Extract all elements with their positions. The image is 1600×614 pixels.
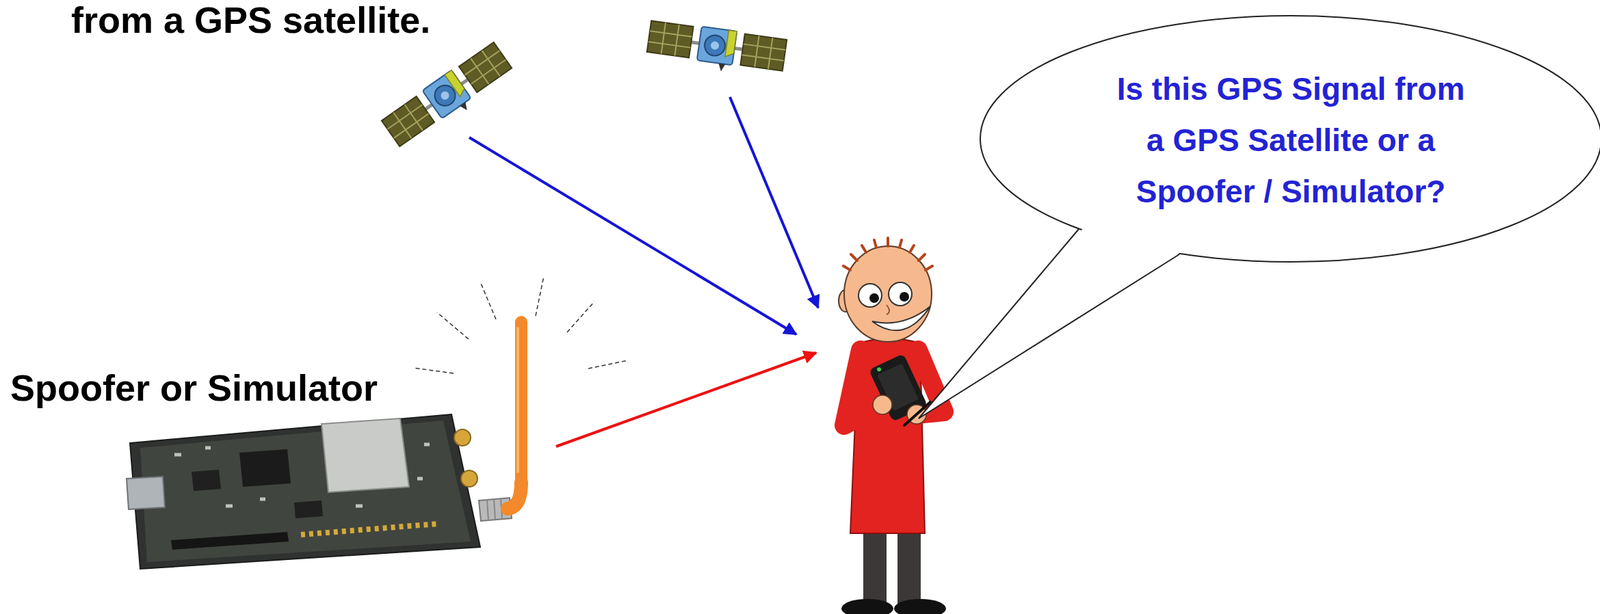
antenna-highlight [516,328,520,472]
radiation-lines [413,276,628,374]
antenna-rod [515,322,528,483]
shoe [841,599,894,614]
sma-connector [454,429,471,447]
stylus [904,402,931,426]
components [174,444,430,507]
pupil [869,293,880,304]
hand [872,395,893,415]
hair [843,238,933,271]
arm [844,350,882,426]
speech-bubble: Is this GPS Signal from a GPS Satellite … [979,15,1600,263]
knurl [487,498,503,521]
satellite [645,19,788,80]
satellite [381,41,518,154]
pin-header [171,532,289,550]
chip [294,500,323,519]
pcb-surface [140,420,471,563]
sdr-board [126,414,481,570]
rf-shield [321,418,410,493]
signal-arrow [469,137,797,335]
edge-pins [300,523,438,535]
device-led [876,366,882,373]
eye [858,283,882,308]
bubble-tail [918,254,1180,419]
signal-arrow [729,97,819,308]
grin [872,306,931,331]
bubble-outline [980,15,1600,262]
bubble-text: Is this GPS Signal from a GPS Satellite … [1111,63,1471,218]
cartoon-person [838,238,947,614]
antenna [413,276,628,522]
pcb [129,414,481,570]
leg [897,526,921,606]
leg [863,526,887,606]
text-label: from a GPS satellite. [71,0,509,41]
bubble-tail-fill [918,226,1183,419]
shoe [894,599,947,614]
chip [191,469,221,492]
nose [886,305,890,315]
sma-connector [461,470,478,488]
bubble-tail [918,229,1079,419]
eye [888,282,912,306]
pupil [899,292,910,302]
usb-port [126,476,165,510]
text-label: Spoofer or Simulator [10,368,435,409]
chip [239,449,291,488]
